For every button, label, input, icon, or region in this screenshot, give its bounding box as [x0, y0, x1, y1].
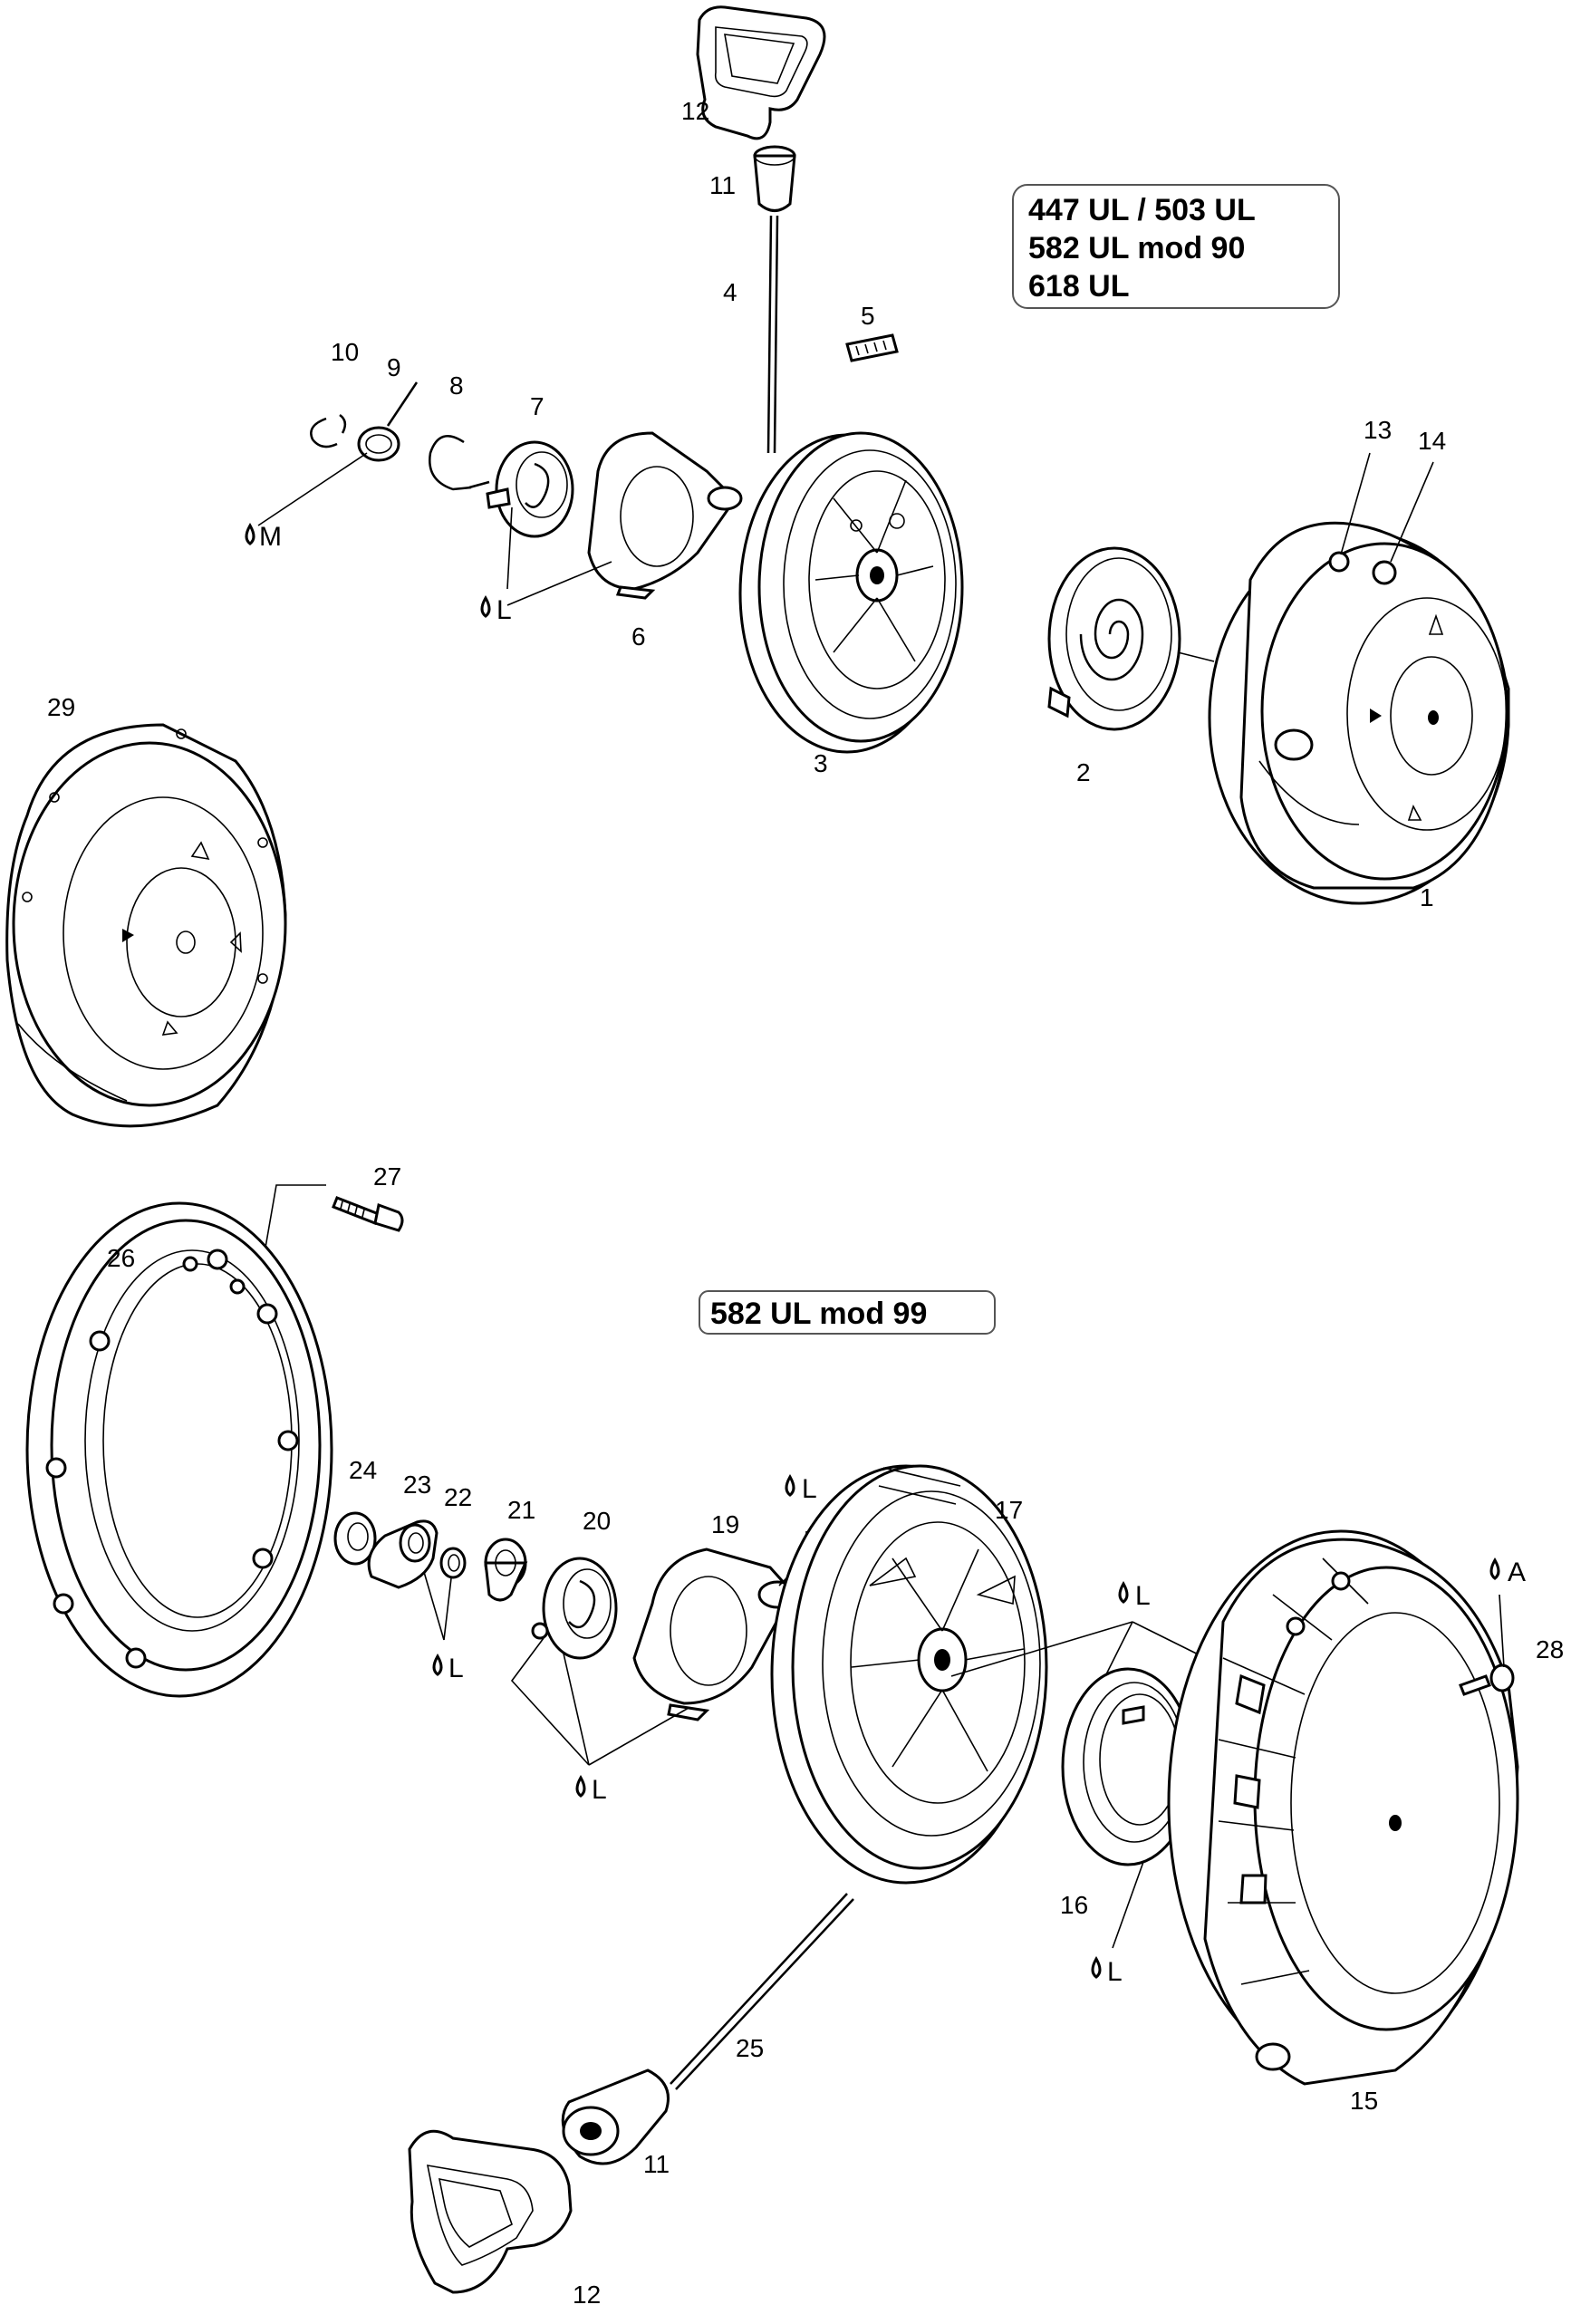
lube-label-L-6: L	[1107, 1957, 1123, 1987]
label-23: 23	[403, 1471, 431, 1499]
label-21: 21	[507, 1496, 535, 1524]
part-11-knob-bottom	[561, 2068, 670, 2165]
label-2: 2	[1076, 758, 1091, 786]
part-4-rope	[766, 215, 779, 454]
label-29: 29	[47, 693, 75, 721]
part-12-handle-bottom	[408, 2129, 573, 2294]
part-29-plate	[5, 723, 287, 1128]
lube-label-A: A	[1508, 1557, 1526, 1587]
label-5: 5	[861, 302, 875, 330]
part-10-circlip	[310, 413, 347, 448]
label-6: 6	[631, 622, 646, 651]
part-26-ring	[25, 1201, 333, 1698]
part-28-screw	[1459, 1663, 1515, 1696]
model-text-3: 618 UL	[1028, 269, 1130, 304]
lube-callout-L-20: L	[510, 1637, 689, 1805]
part-11-knob-top	[753, 145, 796, 212]
model-box-bottom: 582 UL mod 99	[699, 1290, 996, 1335]
label-19: 19	[711, 1510, 739, 1538]
model-box-top: 447 UL / 503 UL 582 UL mod 90 618 UL	[1012, 184, 1340, 309]
model-text-bottom: 582 UL mod 99	[710, 1297, 927, 1331]
label-20: 20	[583, 1507, 611, 1535]
part-22-ring	[439, 1547, 467, 1579]
label-17: 17	[995, 1496, 1023, 1524]
lube-callout-L-16: L	[1091, 1861, 1144, 1987]
part-2-spring	[1047, 546, 1215, 731]
part-3-pulley	[738, 431, 964, 754]
lube-label-L-3: L	[802, 1474, 817, 1504]
lube-label-L-5: L	[1135, 1581, 1151, 1611]
part-25-rope	[670, 1893, 854, 2090]
label-12-bottom: 12	[573, 2281, 601, 2309]
part-5-clip	[845, 333, 899, 362]
model-text-1: 447 UL / 503 UL	[1028, 193, 1256, 227]
part-7-ratchet	[486, 440, 574, 538]
lube-callout-L-23: L	[423, 1571, 464, 1683]
lube-callout-M: M	[245, 452, 368, 552]
label-26: 26	[107, 1244, 135, 1272]
lube-label-L-1: L	[496, 595, 512, 625]
part-1-housing	[1208, 521, 1510, 905]
lube-label-L-4: L	[592, 1775, 607, 1805]
label-1: 1	[1420, 883, 1434, 911]
part-20-ratchet	[531, 1557, 618, 1660]
part-17-pulley	[770, 1464, 1048, 1885]
lube-label-L-2: L	[448, 1654, 464, 1683]
lube-callout-L-top: L	[480, 506, 612, 625]
model-text-2: 582 UL mod 90	[1028, 231, 1245, 265]
label-3: 3	[814, 749, 828, 777]
part-21-bushing	[484, 1538, 528, 1602]
label-27: 27	[373, 1162, 401, 1191]
part-23-bracket	[367, 1519, 439, 1589]
label-16: 16	[1060, 1891, 1088, 1919]
label-10: 10	[331, 338, 359, 366]
label-15: 15	[1350, 2087, 1378, 2115]
part-15-cover	[1167, 1529, 1519, 2086]
part-9-spring	[357, 381, 419, 462]
label-28: 28	[1536, 1635, 1564, 1663]
label-7: 7	[530, 392, 545, 420]
part-27-screw	[332, 1196, 404, 1232]
label-9: 9	[387, 353, 401, 381]
label-11-bottom: 11	[643, 2150, 670, 2178]
label-11-top: 11	[709, 171, 736, 199]
label-22: 22	[444, 1483, 472, 1511]
label-12-top: 12	[681, 97, 709, 125]
lube-callout-A: A	[1489, 1557, 1526, 1668]
part-12-handle-top	[696, 5, 826, 140]
label-13: 13	[1364, 416, 1392, 444]
label-8: 8	[449, 371, 464, 400]
lube-label-M: M	[259, 522, 282, 552]
part-24-washer	[333, 1511, 377, 1566]
label-24: 24	[349, 1456, 377, 1484]
part-19-cam	[632, 1548, 797, 1721]
label-14: 14	[1418, 427, 1446, 455]
part-6-cam	[587, 431, 743, 600]
label-25: 25	[736, 2034, 764, 2062]
part-8-clip	[429, 435, 490, 491]
label-4: 4	[723, 278, 737, 306]
